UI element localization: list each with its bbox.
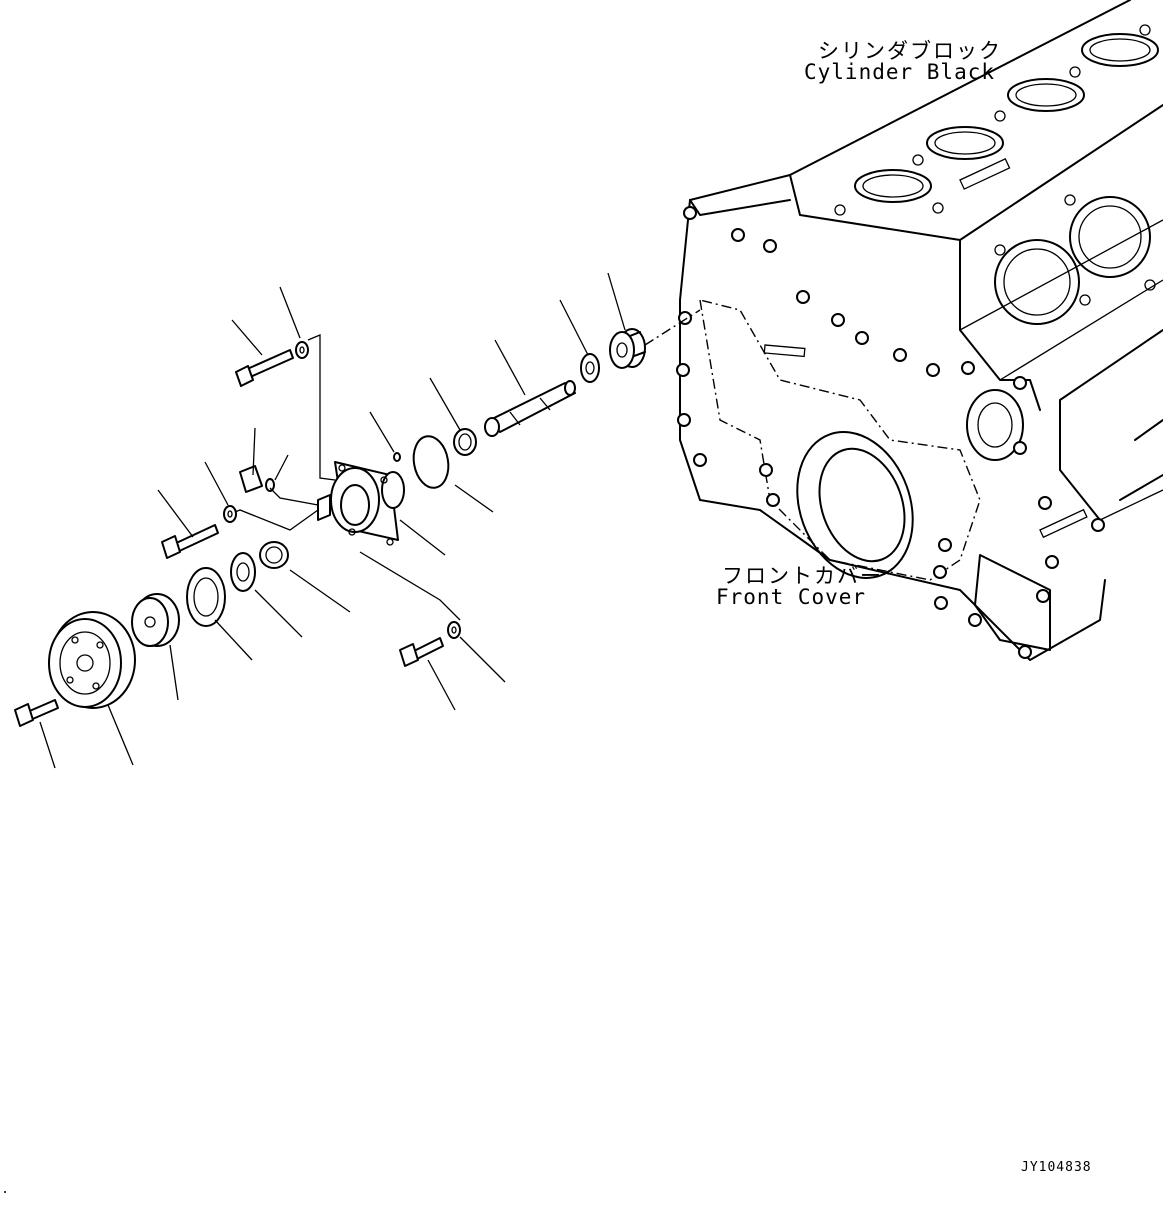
bolt-pulley	[14, 699, 59, 727]
cylinder-block-label-en: Cylinder Black	[804, 60, 996, 84]
pulley-part	[48, 611, 136, 709]
housing-part	[317, 461, 405, 546]
bolt-upper	[235, 341, 309, 387]
drawing-code: JY104838	[1021, 1160, 1092, 1175]
washer-part	[230, 552, 256, 592]
gear-part	[609, 309, 701, 369]
thrust-washer-part	[580, 353, 600, 383]
bolt-small	[239, 465, 275, 493]
sleeve-part	[259, 541, 289, 569]
leader-lines	[39, 272, 626, 769]
front-cover-label-jp: フロントカバー	[722, 564, 883, 588]
o-ring-part	[412, 435, 450, 489]
front-cover-label-en: Front Cover	[716, 585, 867, 609]
small-o-ring-part	[393, 452, 401, 462]
hub-part	[131, 593, 180, 647]
cylinder-block	[676, 0, 1163, 661]
shaft-part	[484, 380, 576, 437]
bolt-middle	[161, 505, 237, 559]
bushing-part	[453, 428, 477, 456]
corner-mark	[4, 1191, 6, 1193]
plate-part	[186, 567, 226, 627]
cylinder-block-label-jp: シリンダブロック	[818, 39, 1002, 63]
bolt-lower	[399, 621, 461, 667]
